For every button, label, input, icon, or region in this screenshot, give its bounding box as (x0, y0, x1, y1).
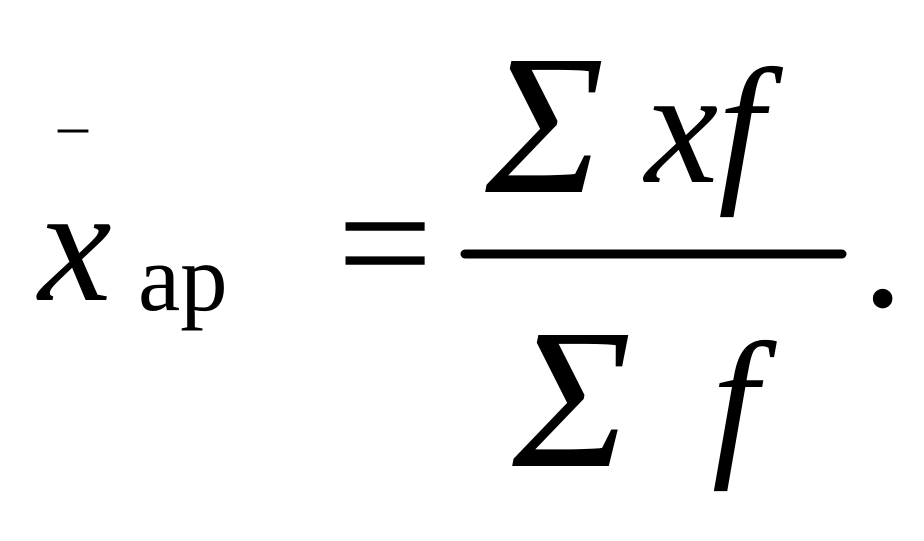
numerator-term: xf (642, 35, 783, 218)
mean-variable: x (35, 153, 111, 336)
terminating-period: . (862, 159, 903, 342)
denominator-term: f (712, 309, 777, 492)
denominator-sigma: Σ (512, 289, 632, 510)
overbar: – (57, 92, 89, 158)
equals-sign: = (337, 149, 433, 337)
mean-subscript: ap (138, 225, 228, 331)
numerator-sigma: Σ (485, 15, 605, 236)
